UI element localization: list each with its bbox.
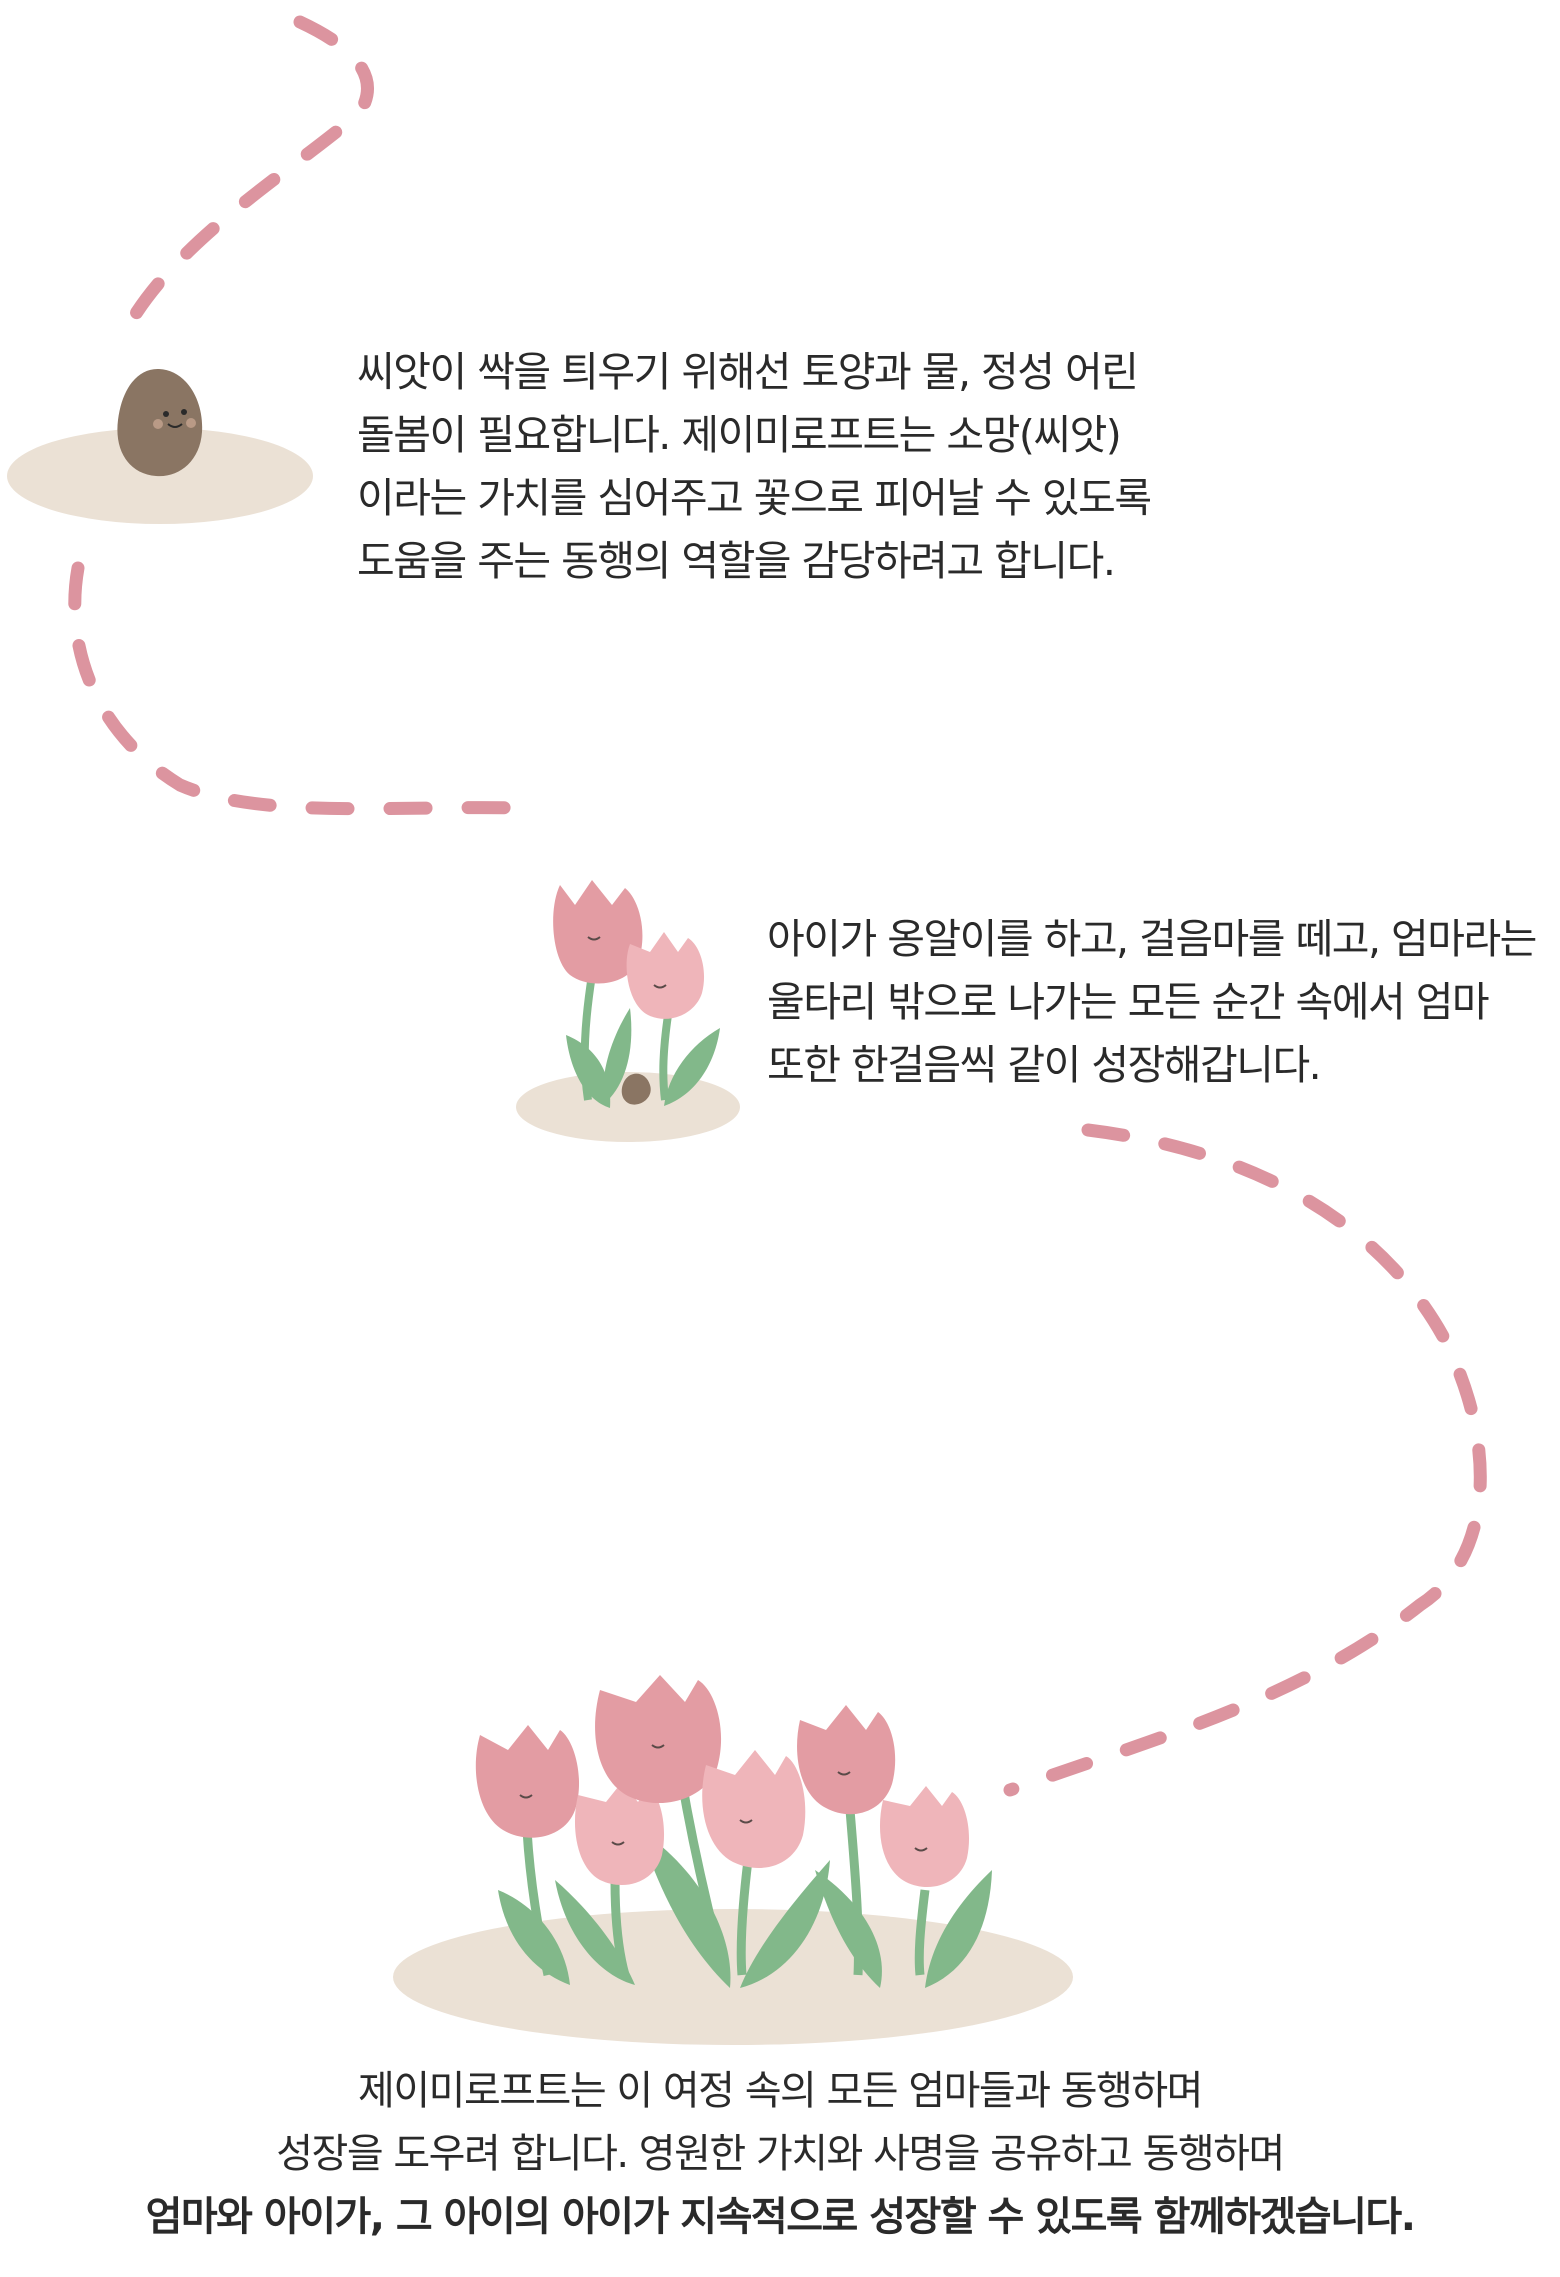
sprout-line: 또한 한걸음씩 같이 성장해갑니다. (767, 1041, 1322, 1089)
seed-line: 도움을 주는 동행의 역할을 감당하려고 합니다. (357, 537, 1116, 585)
seed-paragraph: 씨앗이 싹을 틔우기 위해선 토양과 물, 정성 어린 돌봄이 필요합니다. 제… (357, 341, 1152, 593)
sprout-tulips-icon (516, 880, 740, 1142)
tulip-garden-icon (393, 1675, 1073, 2045)
sprout-line: 울타리 밖으로 나가는 모든 순간 속에서 엄마 (767, 978, 1490, 1026)
sprout-paragraph: 아이가 옹알이를 하고, 걸음마를 떼고, 엄마라는 울타리 밖으로 나가는 모… (767, 908, 1537, 1097)
garden-line-emphasis: 엄마와 아이가, 그 아이의 아이가 지속적으로 성장할 수 있도록 함께하겠습… (145, 2194, 1416, 2240)
seed-line: 돌봄이 필요합니다. 제이미로프트는 소망(씨앗) (357, 411, 1122, 459)
seed-line: 이라는 가치를 심어주고 꽃으로 피어날 수 있도록 (357, 474, 1152, 522)
garden-line: 제이미로프트는 이 여정 속의 모든 엄마들과 동행하며 (358, 2068, 1203, 2114)
dashed-path (68, 15, 1487, 1797)
garden-line: 성장을 도우려 합니다. 영원한 가치와 사명을 공유하고 동행하며 (276, 2131, 1285, 2177)
sprout-line: 아이가 옹알이를 하고, 걸음마를 떼고, 엄마라는 (767, 915, 1537, 963)
garden-paragraph: 제이미로프트는 이 여정 속의 모든 엄마들과 동행하며 성장을 도우려 합니다… (0, 2060, 1560, 2249)
seed-line: 씨앗이 싹을 틔우기 위해선 토양과 물, 정성 어린 (357, 348, 1139, 396)
seed-icon (7, 368, 313, 524)
